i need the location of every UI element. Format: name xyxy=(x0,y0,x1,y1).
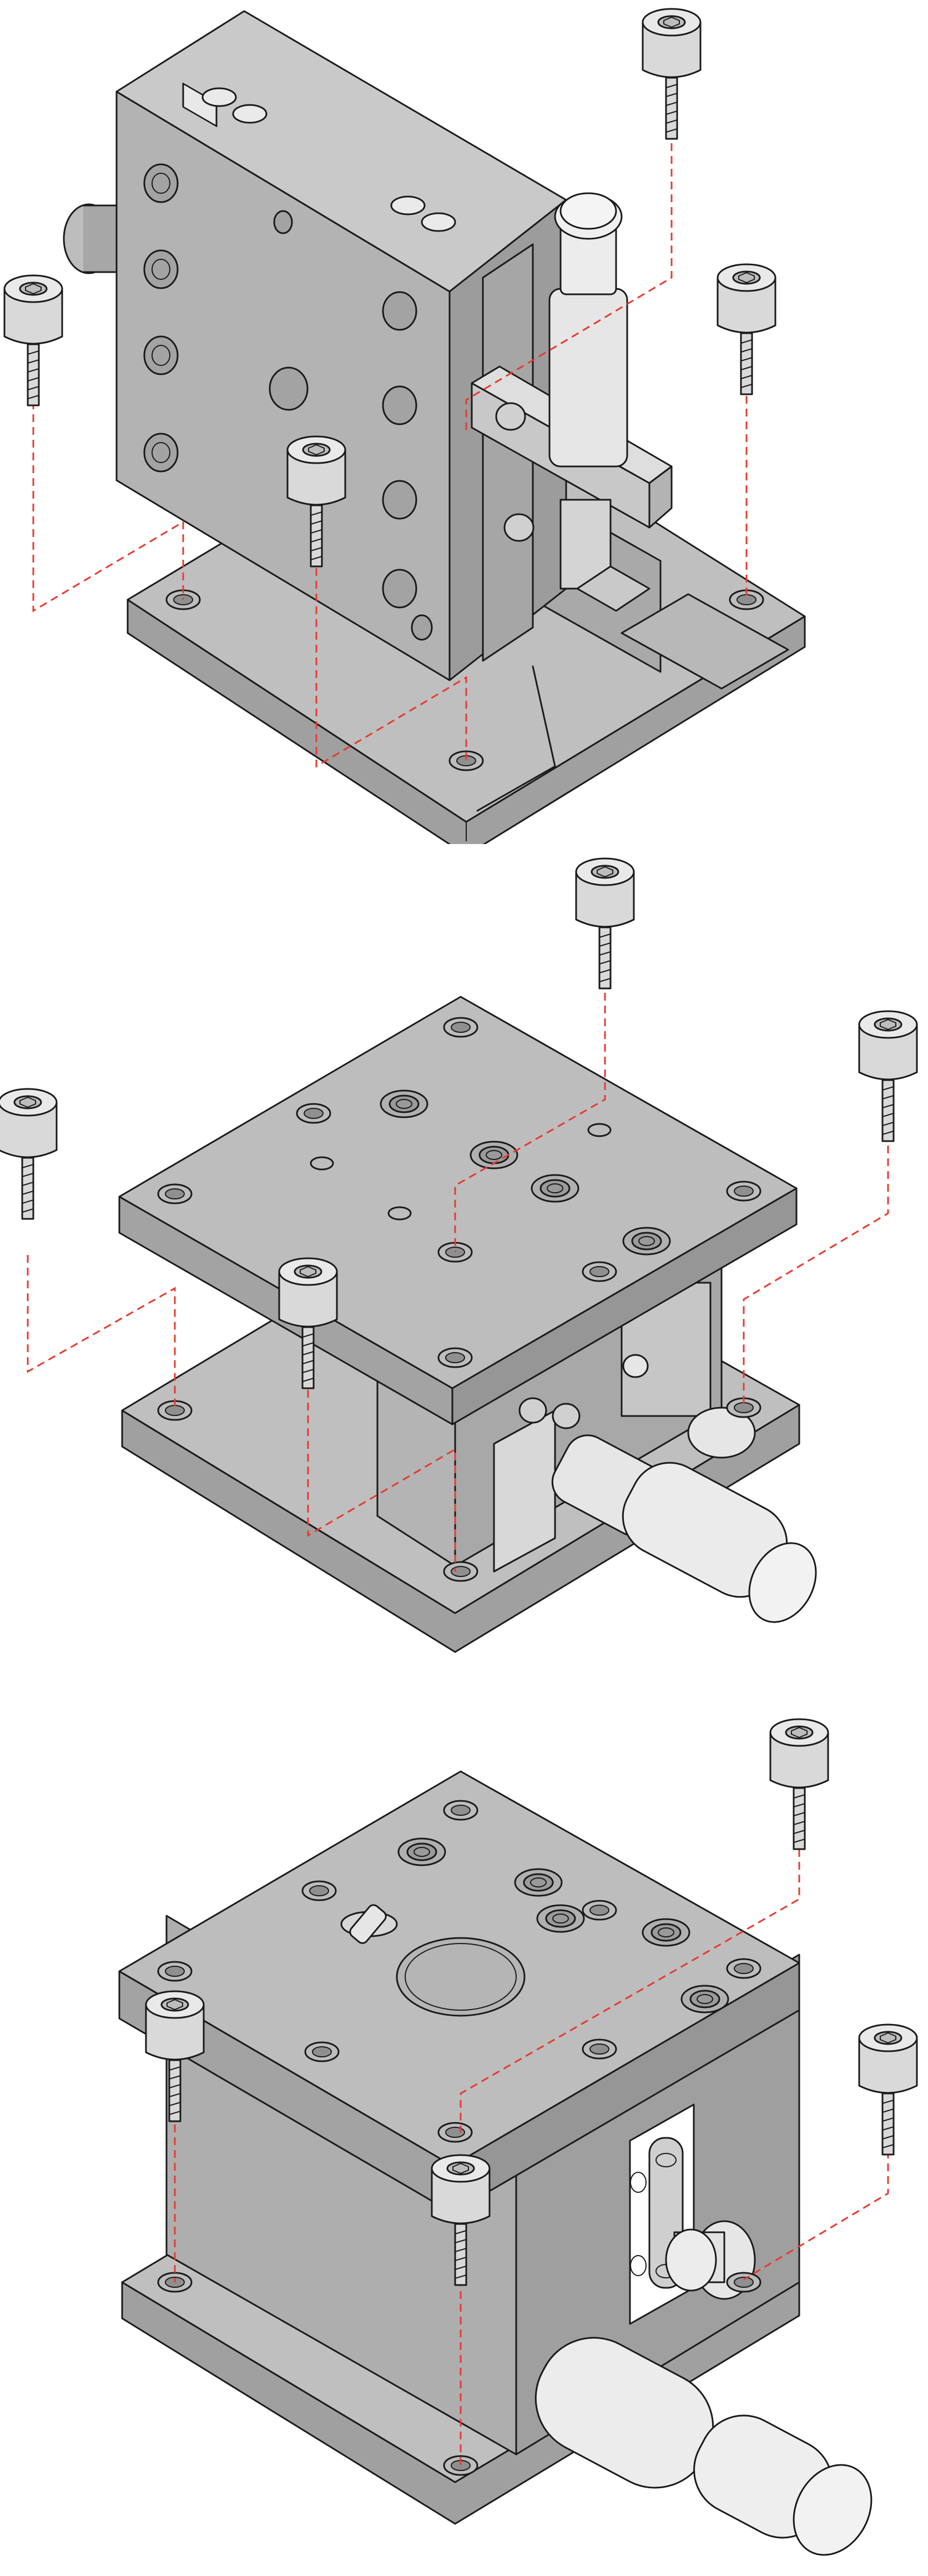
stage-horizontal-drawing xyxy=(0,857,918,1653)
face-holes xyxy=(143,163,433,641)
counterbore-hole xyxy=(531,1174,579,1203)
limit-screws xyxy=(201,87,456,232)
stage-box-panel xyxy=(0,1710,928,2576)
base-hole xyxy=(443,1561,478,1582)
table-hole xyxy=(582,1261,617,1282)
table-hole xyxy=(726,1958,761,1979)
table-hole xyxy=(157,1961,193,1982)
table-hole xyxy=(582,1900,617,1921)
table-hole xyxy=(726,1181,761,1202)
table-hole xyxy=(301,1880,337,1901)
base-hole xyxy=(726,2272,761,2293)
table-hole xyxy=(296,1103,331,1124)
micrometer-head xyxy=(534,2103,872,2556)
stage-vertical-drawing xyxy=(3,8,806,844)
cap-screw-icon xyxy=(858,2023,918,2156)
stage-horizontal-panel xyxy=(0,844,928,1710)
vertical-carriage xyxy=(63,10,567,681)
cap-screw-icon xyxy=(769,1718,829,1850)
table-hole xyxy=(437,1347,473,1368)
counterbore-hole xyxy=(536,1904,585,1933)
tapped-hole xyxy=(310,1156,334,1171)
micrometer-head xyxy=(493,1354,817,1623)
counterbore-hole xyxy=(470,1141,518,1169)
cap-screw-icon xyxy=(717,263,776,395)
cap-screw-icon xyxy=(575,857,635,990)
counterbore-hole xyxy=(642,1918,690,1947)
micrometer-head xyxy=(471,192,673,612)
cap-screw-icon xyxy=(642,8,702,140)
cap-screw-icon xyxy=(858,1010,918,1142)
counterbore-hole xyxy=(680,1985,729,2013)
cap-screw-icon xyxy=(0,1088,58,1220)
table-hole xyxy=(157,1183,193,1204)
center-bore xyxy=(396,1937,526,2017)
counterbore-hole xyxy=(514,1868,563,1897)
stage-vertical-panel xyxy=(0,0,928,844)
lock-lever xyxy=(340,1904,398,1944)
counterbore-hole xyxy=(397,1837,446,1866)
guide-lines xyxy=(32,130,748,768)
cap-screw-icon xyxy=(3,274,63,406)
table-hole xyxy=(443,1800,478,1821)
counterbore-hole xyxy=(622,1227,671,1256)
tapped-hole xyxy=(387,1206,412,1221)
table-hole xyxy=(437,2122,473,2143)
stage-box-drawing xyxy=(118,1718,918,2556)
tapped-hole xyxy=(587,1123,612,1137)
guide-lines xyxy=(27,980,889,1571)
table-hole xyxy=(582,2038,617,2060)
counterbore-hole xyxy=(380,1089,428,1118)
lock-knob xyxy=(63,203,118,274)
guide-lines xyxy=(174,1849,889,2465)
table-hole xyxy=(304,2041,340,2062)
table-hole xyxy=(443,1017,478,1038)
